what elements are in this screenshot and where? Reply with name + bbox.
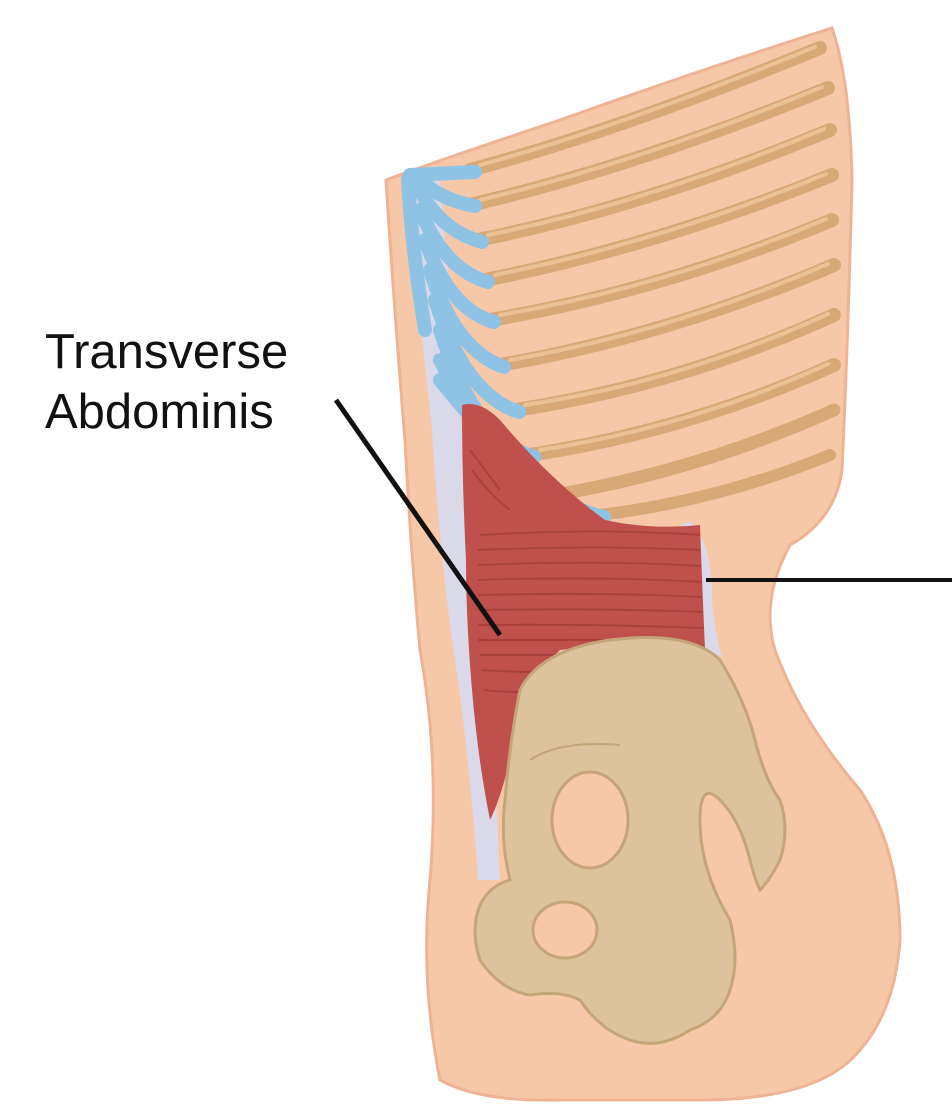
rib xyxy=(478,168,839,287)
rib xyxy=(523,358,841,462)
rib xyxy=(463,81,835,212)
label-line-2: Abdominis xyxy=(45,385,274,439)
rib-highlights xyxy=(478,45,830,452)
label-line-1: Transverse xyxy=(45,325,289,379)
leader-line-transverse-abdominis xyxy=(333,398,503,637)
rib xyxy=(483,213,839,327)
transverse-abdominis-muscle xyxy=(462,404,705,820)
rib-cage xyxy=(463,41,841,521)
rib xyxy=(471,123,837,247)
rib xyxy=(548,403,841,502)
obturator-foramen xyxy=(550,770,630,870)
acetabulum xyxy=(531,900,599,960)
pubic-bone-shadow xyxy=(529,743,621,761)
label-transverse-abdominis: Transverse Abdominis xyxy=(45,322,335,442)
rib xyxy=(493,258,841,372)
rib xyxy=(594,449,836,521)
rib xyxy=(508,308,841,417)
rib xyxy=(463,41,827,177)
